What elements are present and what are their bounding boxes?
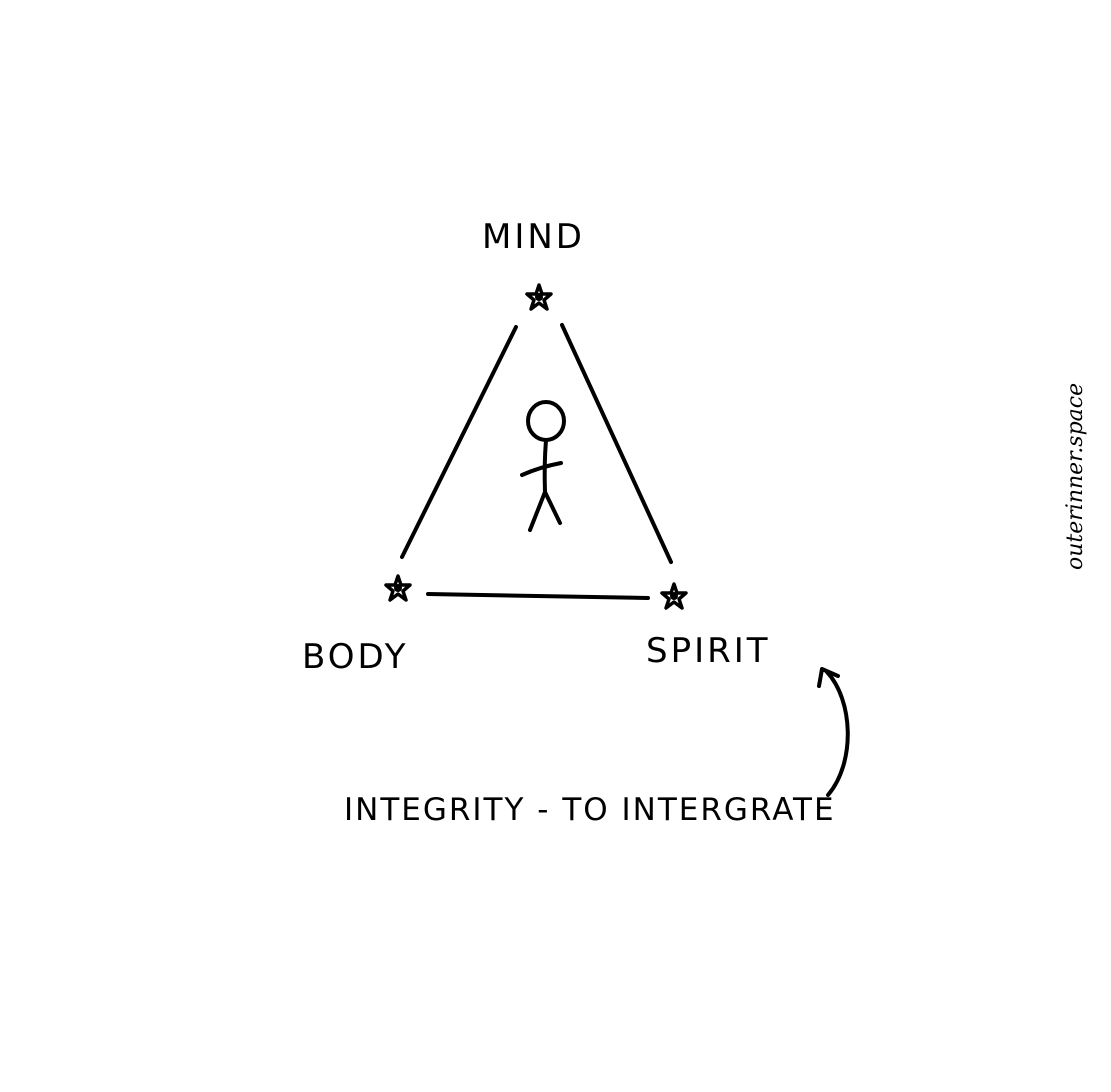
body-label: BODY — [302, 637, 409, 677]
mind-label: MIND — [482, 217, 585, 257]
caption-text: INTEGRITY - TO INTERGRATE — [344, 792, 836, 828]
signature-text: outerinner.space — [1063, 383, 1088, 570]
star-icon — [525, 283, 553, 311]
edge-body-spirit — [426, 592, 650, 600]
edge-mind-body — [400, 325, 518, 559]
stick-figure-icon — [520, 400, 566, 532]
spirit-label: SPIRIT — [646, 631, 771, 671]
edge-mind-spirit — [560, 323, 673, 564]
star-icon — [384, 574, 412, 602]
curved-arrow-icon — [817, 667, 850, 797]
star-icon — [660, 582, 688, 610]
